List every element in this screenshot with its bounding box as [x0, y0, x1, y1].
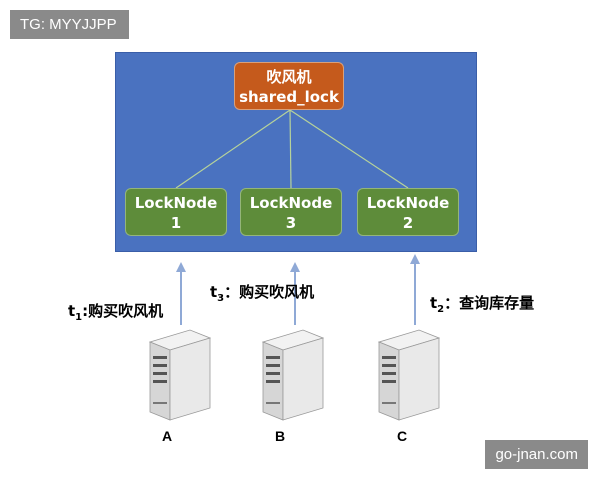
locknode-label: LockNode — [366, 194, 450, 212]
server-icon — [377, 329, 441, 421]
server-label-b: B — [275, 428, 286, 444]
request-label-b: t3：购买吹风机 — [210, 283, 315, 304]
locknode-1: LockNode 1 — [125, 188, 227, 236]
root-to-locknode-1 — [175, 109, 291, 189]
locknode-number: 3 — [285, 214, 297, 232]
shared-lock-root-node: 吹风机 shared_lock — [234, 62, 344, 110]
locknode-2: LockNode 2 — [357, 188, 459, 236]
watermark: go-jnan.com — [485, 440, 588, 469]
root-title: 吹风机 — [266, 68, 312, 86]
server-label-a: A — [162, 428, 173, 444]
locknode-3: LockNode 3 — [240, 188, 342, 236]
locknode-label: LockNode — [249, 194, 333, 212]
locknode-label: LockNode — [134, 194, 218, 212]
request-label-a: t1:购买吹风机 — [68, 302, 164, 323]
locknode-number: 1 — [170, 214, 182, 232]
server-icon — [261, 329, 325, 421]
request-label-c: t2：查询库存量 — [430, 294, 535, 315]
root-to-locknode-3 — [289, 109, 292, 189]
root-subtitle: shared_lock — [239, 88, 339, 106]
server-label-c: C — [397, 428, 408, 444]
server-icon — [148, 329, 212, 421]
locknode-number: 2 — [402, 214, 414, 232]
root-to-locknode-2 — [289, 109, 409, 189]
tag-badge: TG: MYYJJPP — [10, 10, 129, 39]
